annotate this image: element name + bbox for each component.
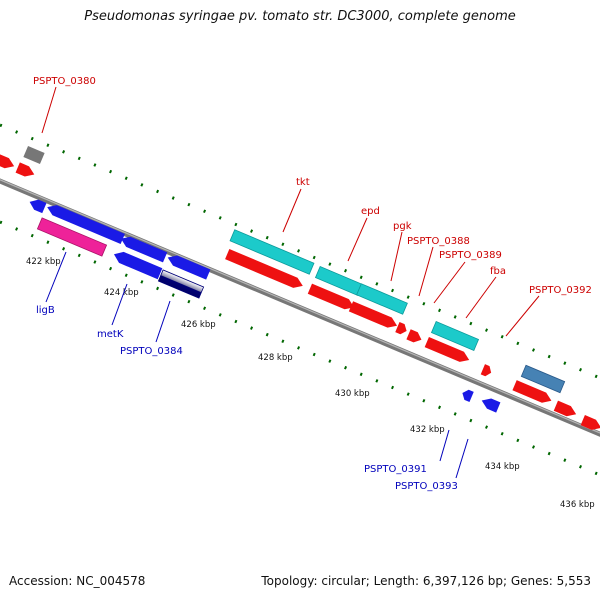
gene-feature-right-1[interactable] — [553, 400, 579, 420]
gene-callout-pspto-0393[interactable]: PSPTO_0393 — [395, 438, 469, 492]
gene-feature-left-edge[interactable] — [0, 152, 16, 172]
gene-feature-right-2[interactable] — [580, 415, 600, 433]
gene-callout-pspto-0384[interactable]: PSPTO_0384 — [120, 300, 183, 357]
gene-callout-epd[interactable]: epd — [347, 206, 380, 262]
gene-callout-pspto-0380[interactable]: PSPTO_0380 — [33, 76, 96, 134]
gene-label-pspto-0389: PSPTO_0389 — [439, 250, 502, 261]
gene-label-epd: epd — [361, 206, 380, 217]
gene-feature-pspto-0388[interactable] — [395, 321, 408, 336]
gene-feature-blue-metk[interactable] — [119, 234, 168, 263]
gene-label-ligb: ligB — [36, 305, 55, 316]
tick-label-422: 422 kbp — [26, 257, 61, 267]
gene-features — [0, 145, 600, 433]
genome-summary-label: Topology: circular; Length: 6,397,126 bp… — [261, 574, 591, 588]
gene-label-pspto-0393: PSPTO_0393 — [395, 481, 458, 492]
gene-label-pgk: pgk — [393, 221, 412, 232]
gene-feature-pspto-0389[interactable] — [406, 329, 423, 345]
gene-label-pspto-0392: PSPTO_0392 — [529, 285, 592, 296]
tick-label-424: 424 kbp — [104, 288, 139, 298]
gene-feature-blue-metk-2[interactable] — [112, 249, 163, 280]
gene-feature-blue-ligb[interactable] — [45, 202, 125, 245]
tick-label-428: 428 kbp — [258, 353, 293, 363]
gene-feature-tkt[interactable] — [225, 248, 305, 291]
gene-callout-tkt[interactable]: tkt — [282, 177, 310, 233]
gene-feature-pgk[interactable] — [348, 301, 399, 331]
gene-feature-small-red[interactable] — [480, 364, 494, 378]
gene-label-pspto-0384: PSPTO_0384 — [120, 346, 183, 357]
gene-callout-pspto-0388[interactable]: PSPTO_0388 — [407, 236, 470, 297]
gene-feature-pspto-0392[interactable] — [512, 380, 553, 406]
gene-label-fba: fba — [490, 266, 506, 277]
gene-callout-ligb[interactable]: ligB — [36, 251, 67, 316]
tick-label-434: 434 kbp — [485, 462, 520, 472]
tick-label-432: 432 kbp — [410, 425, 445, 435]
gene-feature-steel[interactable] — [520, 364, 566, 394]
gene-callout-pspto-0392[interactable]: PSPTO_0392 — [505, 285, 592, 337]
gene-label-pspto-0388: PSPTO_0388 — [407, 236, 470, 247]
gene-feature-gray[interactable] — [23, 145, 45, 165]
gene-callout-pgk[interactable]: pgk — [390, 221, 412, 282]
gene-feature-blue-0384[interactable] — [166, 252, 211, 280]
gene-feature-cyan-0389[interactable] — [430, 321, 480, 351]
gene-label-tkt: tkt — [296, 177, 310, 188]
map-title: Pseudomonas syringae pv. tomato str. DC3… — [84, 9, 516, 24]
tick-label-436: 436 kbp — [560, 500, 595, 510]
tick-label-426: 426 kbp — [181, 320, 216, 330]
gene-feature-navy-0384[interactable] — [157, 269, 205, 299]
gene-callout-metk[interactable]: metK — [97, 283, 128, 340]
gene-label-pspto-0391: PSPTO_0391 — [364, 464, 427, 475]
gene-feature-blue-0393[interactable] — [480, 395, 501, 413]
gene-callout-fba[interactable]: fba — [465, 266, 506, 319]
genome-backbone — [0, 178, 600, 437]
gene-feature-epd[interactable] — [307, 283, 357, 313]
gene-feature-blue-0391[interactable] — [460, 388, 474, 403]
accession-label: Accession: NC_004578 — [9, 574, 146, 588]
gene-feature-magenta-ligb[interactable] — [36, 217, 108, 257]
gene-feature-cyan-pgk[interactable] — [356, 283, 408, 315]
gene-feature-pspto-0380[interactable] — [15, 162, 37, 179]
gene-label-pspto-0380: PSPTO_0380 — [33, 76, 96, 87]
gene-callout-pspto-0391[interactable]: PSPTO_0391 — [364, 429, 450, 475]
gene-callout-pspto-0389[interactable]: PSPTO_0389 — [433, 250, 502, 304]
gene-feature-fba[interactable] — [424, 336, 472, 365]
tick-label-430: 430 kbp — [335, 389, 370, 399]
gene-feature-cyan-tkt[interactable] — [229, 229, 315, 275]
gene-label-metk: metK — [97, 329, 124, 340]
gene-feature-blue-small[interactable] — [27, 197, 47, 214]
